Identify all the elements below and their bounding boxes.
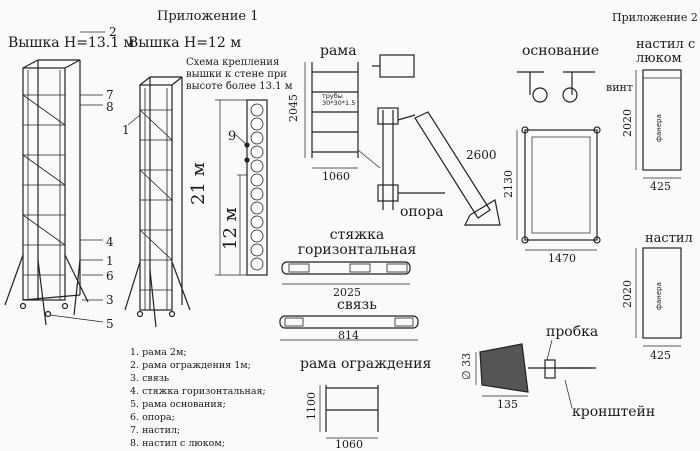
guard-frame-dim-h: 1100: [305, 392, 318, 420]
frame-title: рама: [320, 43, 357, 59]
callout-12-frame: 1: [122, 123, 130, 137]
base-dim-w: 1470: [548, 252, 576, 265]
legend-item: 1. рама 2м;: [130, 347, 187, 358]
parts-legend: 1. рама 2м; 2. рама ограждения 1м; 3. св…: [130, 346, 280, 450]
guard-frame-drawing: [319, 385, 379, 439]
tie-h-dim: 2025: [333, 286, 361, 299]
tower-12-title: Вышка Н=12 м: [128, 35, 242, 51]
support-title: опора: [400, 204, 444, 220]
legend-item: 6. опора;: [130, 412, 175, 423]
deck-dim-w: 425: [650, 349, 671, 362]
link-dim: 814: [338, 329, 359, 342]
legend-item: 8. настил с люком;: [130, 438, 225, 449]
tower-131-title: Вышка Н=13.1 м: [8, 35, 135, 51]
base-title: основание: [522, 43, 600, 59]
frame-dim-w: 1060: [322, 170, 350, 183]
height-21: 21 м: [188, 162, 209, 205]
callout-1: 1: [106, 254, 114, 268]
deck-material: фанера: [655, 282, 663, 310]
plug-dia: ∅ 33: [460, 352, 473, 380]
base-screw: винт: [606, 81, 633, 94]
callout-7: 7: [106, 88, 114, 102]
support-drawing: [377, 107, 501, 226]
deck-hatch-drawing: [635, 69, 682, 179]
callout-4: 4: [106, 235, 114, 249]
callout-9: 9: [228, 129, 237, 144]
base-drawing: [516, 71, 601, 251]
tower-12-drawing: [124, 76, 191, 328]
support-dim: 2600: [466, 148, 497, 162]
plug-drawing: [475, 339, 596, 409]
appendix-1-heading: Приложение 1: [157, 9, 259, 24]
deck-title: настил: [645, 231, 693, 246]
callout-3: 3: [106, 293, 114, 307]
frame-drawing: [304, 54, 415, 169]
legend-item: 3. связь: [130, 373, 170, 384]
appendix-2-heading: Приложение 2: [612, 11, 698, 24]
deck-hatch-material: фанера: [655, 114, 663, 142]
plug-dim: 135: [497, 398, 518, 411]
plug-title: пробка: [546, 324, 599, 340]
tie-h-title: стяжка горизонтальная: [297, 227, 417, 258]
base-dim-h: 2130: [502, 170, 515, 198]
wall-scheme-drawing: [215, 99, 268, 276]
link-title: связь: [337, 297, 377, 313]
plug-bracket: кронштейн: [572, 404, 656, 420]
frame-pipe-note: трубы 30*30*1.5: [322, 92, 356, 107]
wall-note: Схема крепления вышки к стене при высоте…: [186, 57, 293, 92]
callout-5: 5: [106, 317, 114, 331]
legend-item: 7. настил;: [130, 425, 181, 436]
deck-dim-h: 2020: [621, 280, 634, 308]
legend-item: 2. рама ограждения 1м;: [130, 360, 251, 371]
tower-131-drawing: [4, 31, 105, 326]
callout-2: 2: [109, 25, 117, 39]
link-drawing: [279, 315, 419, 341]
height-12: 12 м: [220, 207, 241, 250]
legend-item: 5. рама основания;: [130, 399, 226, 410]
callout-6: 6: [106, 269, 114, 283]
legend-item: 4. стяжка горизонтальная;: [130, 386, 266, 397]
frame-dim-h: 2045: [287, 94, 300, 122]
deck-hatch-title: настил с люком: [636, 37, 696, 66]
deck-hatch-dim-w: 425: [650, 180, 671, 193]
deck-hatch-dim-h: 2020: [621, 109, 634, 137]
guard-frame-dim-w: 1060: [335, 438, 363, 451]
callout-8: 8: [106, 100, 114, 114]
deck-drawing: [635, 247, 682, 347]
tie-h-drawing: [281, 261, 411, 285]
guard-frame-title: рама ограждения: [300, 356, 432, 372]
